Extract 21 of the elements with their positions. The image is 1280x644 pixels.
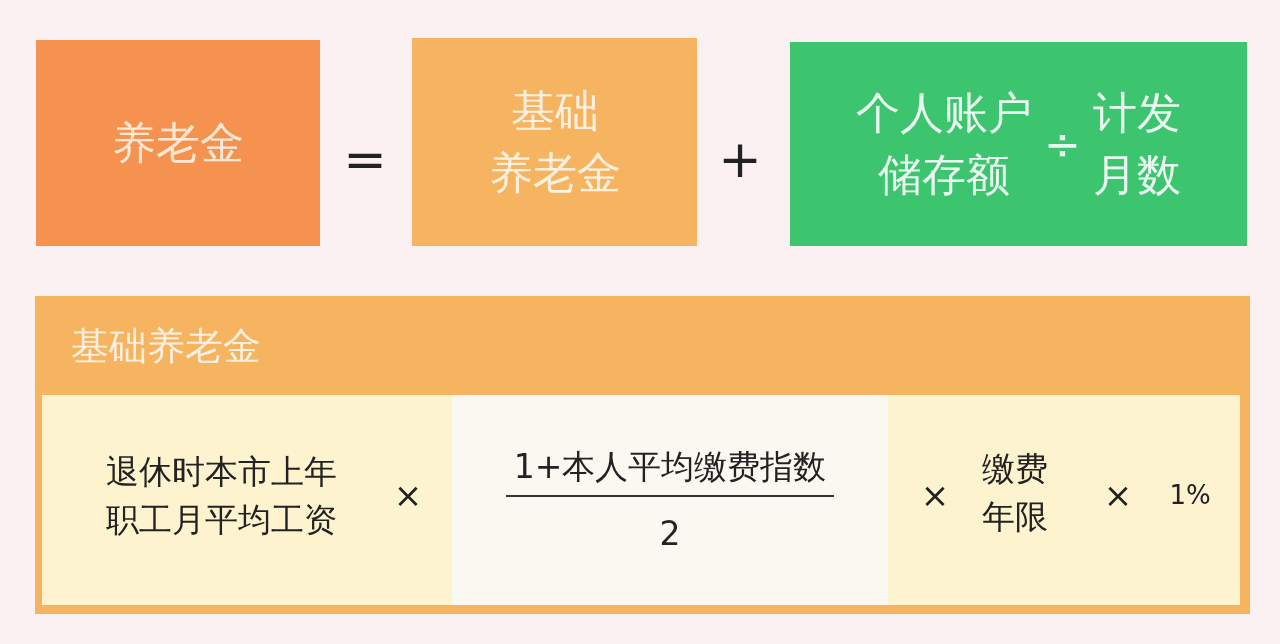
formula-box: [412, 38, 697, 246]
formula-box: [790, 42, 1247, 246]
node-text: 计发月数: [1092, 86, 1181, 202]
panel-heading: 基础养老金: [71, 324, 261, 368]
operator-text: ÷: [1044, 117, 1081, 171]
numerator-text: 1+本人平均缴费指数: [505, 441, 835, 497]
node-text: 个人账户储存额: [856, 86, 1033, 202]
formula-text: =: [343, 128, 387, 191]
denominator-text: 2: [659, 513, 681, 555]
fraction-cell: [452, 395, 888, 605]
formula-panel: [35, 296, 1250, 614]
formula-text: +: [718, 128, 762, 191]
formula-text: 缴费年限: [982, 448, 1048, 538]
formula-box: [36, 40, 320, 246]
formula-text: 1%: [1169, 479, 1211, 512]
formula-text: ×: [920, 474, 950, 517]
formula-text: ×: [393, 474, 423, 517]
node-text: 基础养老金: [488, 84, 621, 200]
node-text: 养老金: [112, 116, 244, 170]
formula-text: ×: [1103, 474, 1133, 517]
formula-text: 退休时本市上年职工月平均工资: [105, 451, 337, 541]
